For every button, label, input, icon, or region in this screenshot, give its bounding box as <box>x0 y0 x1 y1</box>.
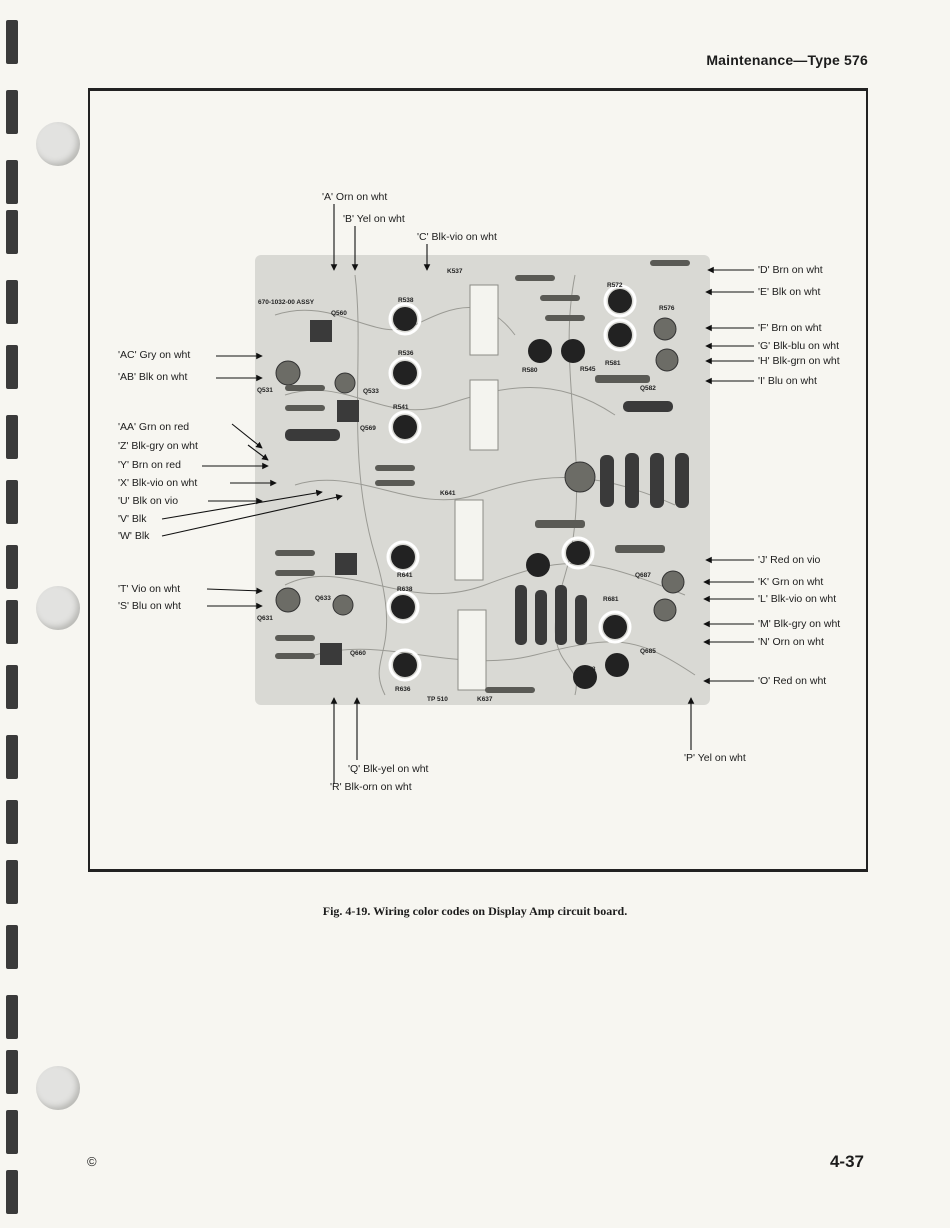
wire-label-x: 'X' Blk-vio on wht <box>118 477 198 489</box>
ref-k637: K637 <box>477 696 493 703</box>
wire-label-a: 'A' Orn on wht <box>322 191 388 203</box>
ref-q582: Q582 <box>640 385 656 392</box>
wire-label-ab: 'AB' Blk on wht <box>118 371 188 383</box>
page-number: 4-37 <box>829 1152 864 1171</box>
wire-label-y: 'Y' Brn on red <box>118 459 181 471</box>
wire-label-i: 'I' Blu on wht <box>758 375 817 387</box>
wire-label-m: 'M' Blk-gry on wht <box>758 618 841 630</box>
wire-label-f: 'F' Brn on wht <box>758 322 822 334</box>
wire-label-l: 'L' Blk-vio on wht <box>758 593 837 605</box>
wire-label-d: 'D' Brn on wht <box>758 264 823 276</box>
copyright-mark: © <box>87 1154 97 1169</box>
wire-label-w: 'W' Blk <box>118 530 150 542</box>
binder-edge <box>0 0 40 1228</box>
ref-q633: Q633 <box>315 595 331 602</box>
wire-label-aa: 'AA' Grn on red <box>118 421 190 433</box>
ref-q569: Q569 <box>360 425 376 432</box>
wire-label-b: 'B' Yel on wht <box>343 213 405 225</box>
wire-label-j: 'J' Red on vio <box>758 554 821 566</box>
circuit-board-photo: 670-1032-00 ASSY R538 R536 R541 Q560 Q53… <box>255 255 710 705</box>
wire-label-u: 'U' Blk on vio <box>118 495 179 507</box>
wire-label-g: 'G' Blk-blu on wht <box>758 340 840 352</box>
ref-r572: R572 <box>607 282 623 289</box>
ref-q660: Q660 <box>350 650 366 657</box>
wire-label-k: 'K' Grn on wht <box>758 576 824 588</box>
running-header: Maintenance—Type 576 <box>706 52 868 68</box>
ref-r638: R638 <box>397 586 413 593</box>
ref-r641: R641 <box>397 572 413 579</box>
ref-r636: R636 <box>395 686 411 693</box>
wire-label-p: 'P' Yel on wht <box>684 752 746 764</box>
ref-r536: R536 <box>398 350 414 357</box>
ref-tp510: TP 510 <box>427 696 448 703</box>
wire-label-c: 'C' Blk-vio on wht <box>417 231 497 243</box>
board-drawing: 670-1032-00 ASSY R538 R536 R541 Q560 Q53… <box>257 260 696 703</box>
wire-label-ac: 'AC' Gry on wht <box>118 349 191 361</box>
wire-label-r: 'R' Blk-orn on wht <box>330 781 412 793</box>
ref-r678: R678 <box>580 666 596 673</box>
wire-label-h: 'H' Blk-grn on wht <box>758 355 840 367</box>
wire-label-o: 'O' Red on wht <box>758 675 827 687</box>
punch-holes <box>0 0 100 1228</box>
ref-r580: R580 <box>522 367 538 374</box>
wire-label-v: 'V' Blk <box>118 513 147 525</box>
wire-label-t: 'T' Vio on wht <box>118 583 181 595</box>
ref-q560: Q560 <box>331 310 347 317</box>
board-assy-label: 670-1032-00 ASSY <box>258 299 315 306</box>
ref-k537: K537 <box>447 268 463 275</box>
wire-label-s: 'S' Blu on wht <box>118 600 181 612</box>
ref-q533: Q533 <box>363 388 379 395</box>
figure-frame <box>88 88 868 872</box>
wire-label-z: 'Z' Blk-gry on wht <box>118 440 198 452</box>
ref-q531: Q531 <box>257 387 273 394</box>
figure-caption: Fig. 4-19. Wiring color codes on Display… <box>322 904 628 918</box>
ref-r541: R541 <box>393 404 409 411</box>
ref-r538: R538 <box>398 297 414 304</box>
ref-q687: Q687 <box>635 572 651 579</box>
ref-k641: K641 <box>440 490 456 497</box>
ref-r581: R581 <box>605 360 621 367</box>
ref-r576: R576 <box>659 305 675 312</box>
ref-q631: Q631 <box>257 615 273 622</box>
wire-label-q: 'Q' Blk-yel on wht <box>348 763 429 775</box>
wire-label-n: 'N' Orn on wht <box>758 636 824 648</box>
ref-r545: R545 <box>580 366 596 373</box>
ref-r681: R681 <box>603 596 619 603</box>
wire-label-e: 'E' Blk on wht <box>758 286 821 298</box>
ref-q685: Q685 <box>640 648 656 655</box>
